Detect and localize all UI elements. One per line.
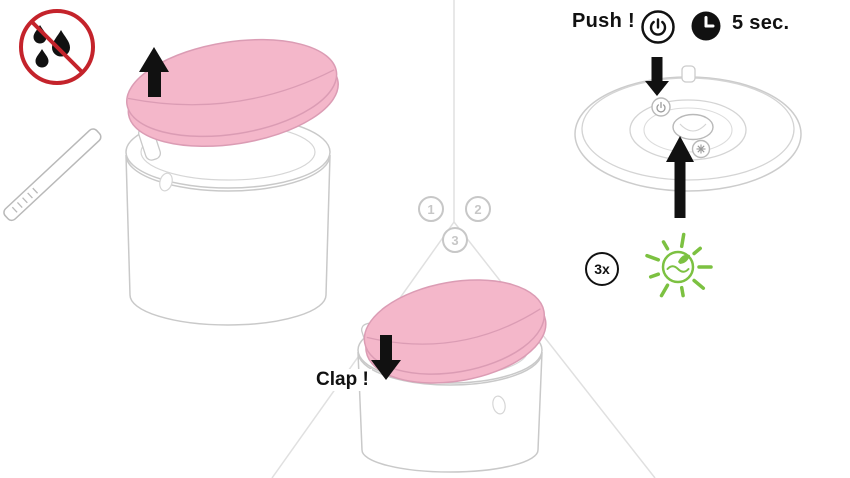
push-label: Push ! [572, 10, 635, 32]
green-light-leaf-icon [645, 232, 713, 298]
stick-body [3, 128, 102, 222]
leaf [678, 254, 690, 264]
center-opening-detail [679, 123, 707, 132]
step-badge-1: 1 [418, 196, 444, 222]
glow-rays [645, 232, 713, 298]
clap-label: Clap ! [313, 369, 372, 391]
divider-right [453, 221, 656, 478]
step-badge-2: 2 [465, 196, 491, 222]
water-drop [35, 49, 49, 68]
device-mist-button [691, 139, 711, 159]
pink-lid [125, 38, 339, 148]
body-detail [492, 395, 506, 415]
top-clip [681, 65, 696, 83]
cleaning-stick-icon [3, 128, 102, 222]
no-water-icon [19, 9, 95, 85]
repeat-count-badge: 3x [585, 252, 619, 286]
arrow-down-icon [645, 57, 669, 96]
device-power-button [651, 97, 671, 117]
water-drop [52, 30, 70, 57]
device-top-view-illustration [574, 57, 802, 218]
pink-lid [363, 279, 547, 384]
repeat-count-label: 3x [594, 261, 610, 277]
lid-seam [127, 69, 335, 106]
step-number: 1 [427, 201, 435, 217]
panel-close-lid-illustration [357, 279, 547, 473]
arrow-up-icon [139, 47, 169, 97]
body-detail [159, 172, 173, 192]
water-wave [666, 265, 690, 273]
center-opening [672, 113, 714, 141]
panel-remove-lid-illustration [3, 9, 339, 326]
power-icon [641, 10, 675, 44]
arrow-down-icon [371, 335, 401, 380]
prohibition-circle [19, 9, 95, 85]
duration-label: 5 sec. [732, 12, 790, 34]
step-number: 2 [474, 201, 482, 217]
step-badge-3: 3 [442, 227, 468, 253]
prohibition-slash [30, 20, 84, 74]
clock-icon [691, 11, 721, 41]
arrow-up-icon [666, 136, 694, 218]
step-number: 3 [451, 232, 459, 248]
water-drop [33, 25, 47, 44]
device-body [125, 154, 331, 326]
